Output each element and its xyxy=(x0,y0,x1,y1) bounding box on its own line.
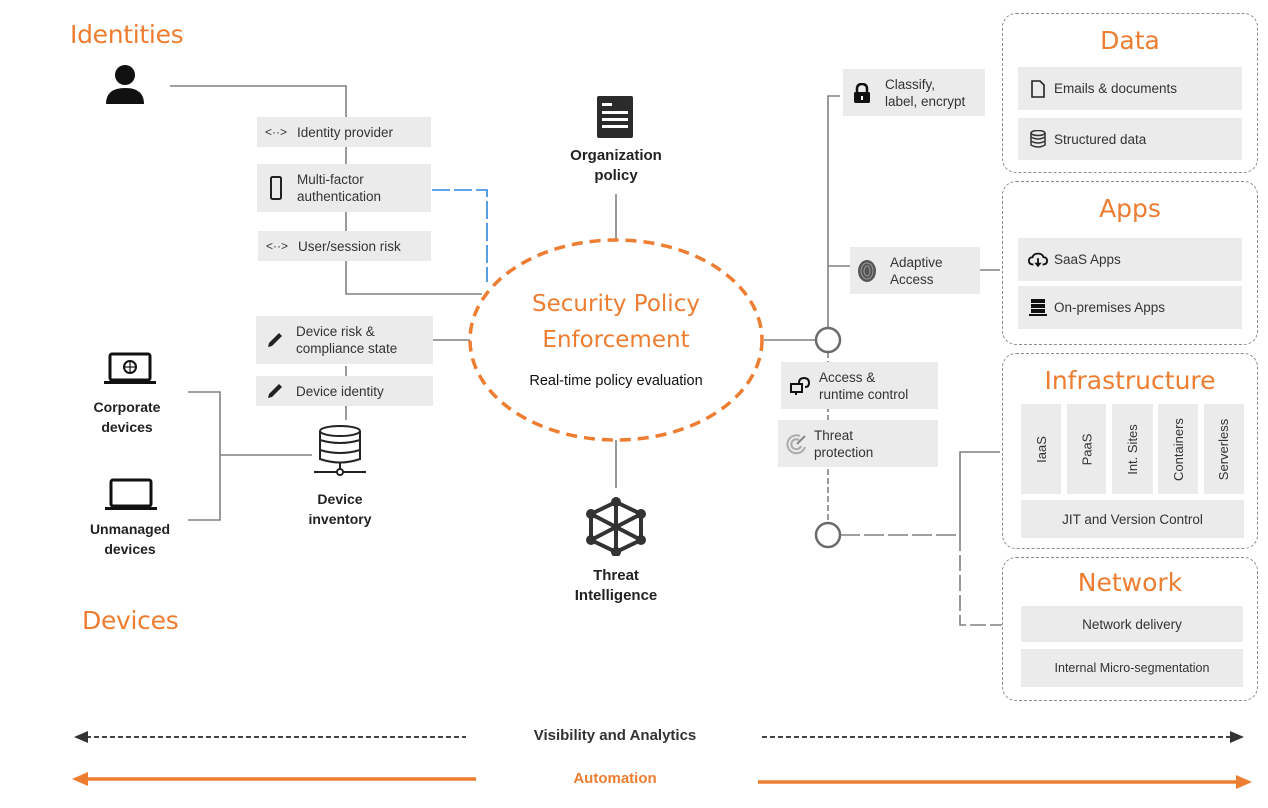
network-delivery-item[interactable]: Network delivery xyxy=(1021,606,1243,642)
emails-documents-label: Emails & documents xyxy=(1054,81,1178,96)
fingerprint-icon xyxy=(856,259,878,283)
access-runtime-label: Access &runtime control xyxy=(819,369,909,402)
int-sites-column[interactable]: Int. Sites xyxy=(1112,404,1153,494)
devices-cloud-icon xyxy=(789,376,811,396)
on-premises-apps-item[interactable]: On-premises Apps xyxy=(1018,286,1242,329)
file-icon xyxy=(1028,79,1048,98)
device-risk-box[interactable]: Device risk &compliance state xyxy=(256,316,433,364)
visibility-analytics-label: Visibility and Analytics xyxy=(533,727,697,744)
device-identity-label: Device identity xyxy=(296,383,384,399)
data-group: Data Emails & documents Structured data xyxy=(1002,13,1258,173)
infrastructure-group: Infrastructure IaaS PaaS Int. Sites Cont… xyxy=(1002,353,1258,549)
identities-title: Identities xyxy=(70,20,184,49)
hub-circle-top xyxy=(814,326,842,354)
document-icon xyxy=(597,96,633,143)
automation-label: Automation xyxy=(573,770,657,787)
data-group-title: Data xyxy=(1100,26,1160,55)
pencil-icon xyxy=(264,330,286,350)
hub-circle-bottom xyxy=(814,521,842,549)
structured-data-item[interactable]: Structured data xyxy=(1018,118,1242,160)
micro-segmentation-label: Internal Micro-segmentation xyxy=(1054,661,1210,675)
enforcement-subtitle: Real-time policy evaluation xyxy=(529,373,703,389)
user-icon xyxy=(104,64,146,109)
jit-version-control-item[interactable]: JIT and Version Control xyxy=(1021,500,1244,538)
jit-version-control-label: JIT and Version Control xyxy=(1062,511,1203,527)
laptop-icon xyxy=(104,478,158,517)
micro-segmentation-item[interactable]: Internal Micro-segmentation xyxy=(1021,649,1243,687)
containers-column[interactable]: Containers xyxy=(1158,404,1198,494)
radar-icon xyxy=(786,433,808,455)
device-identity-box[interactable]: Device identity xyxy=(256,376,433,406)
lock-icon xyxy=(851,82,873,103)
saas-apps-item[interactable]: SaaS Apps xyxy=(1018,238,1242,281)
apps-group: Apps SaaS Apps On-premises Apps xyxy=(1002,181,1258,345)
identity-provider-box[interactable]: <··> Identity provider xyxy=(257,117,431,147)
devices-title: Devices xyxy=(82,606,179,635)
apps-group-title: Apps xyxy=(1099,194,1161,223)
network-group-title: Network xyxy=(1077,568,1183,597)
structured-data-label: Structured data xyxy=(1054,131,1147,147)
database-icon xyxy=(1028,130,1048,148)
cloud-download-icon xyxy=(1028,252,1048,268)
network-delivery-label: Network delivery xyxy=(1082,616,1182,632)
classify-label-encrypt-box[interactable]: Classify,label, encrypt xyxy=(843,69,985,116)
network-group: Network Network delivery Internal Micro-… xyxy=(1002,557,1258,701)
infrastructure-group-title: Infrastructure xyxy=(1044,366,1216,395)
pencil-icon xyxy=(264,381,286,401)
emails-documents-item[interactable]: Emails & documents xyxy=(1018,67,1242,110)
database-server-icon xyxy=(312,424,368,485)
identity-provider-label: Identity provider xyxy=(297,124,394,140)
laptop-globe-icon xyxy=(103,352,157,391)
user-session-risk-box[interactable]: <··> User/session risk xyxy=(258,231,431,261)
network-cube-icon xyxy=(585,496,647,561)
user-session-risk-label: User/session risk xyxy=(298,238,401,254)
on-premises-apps-label: On-premises Apps xyxy=(1054,300,1166,315)
server-icon xyxy=(1028,298,1048,317)
smartphone-icon xyxy=(265,176,287,200)
paas-column[interactable]: PaaS xyxy=(1067,404,1106,494)
code-arrows-icon: <··> xyxy=(266,238,289,253)
code-arrows-icon: <··> xyxy=(265,124,288,139)
mfa-connector xyxy=(432,189,488,282)
saas-apps-label: SaaS Apps xyxy=(1054,252,1121,267)
device-risk-label: Device risk &compliance state xyxy=(296,324,398,356)
access-runtime-control-box[interactable]: Access &runtime control xyxy=(781,362,938,409)
iaas-column[interactable]: IaaS xyxy=(1021,404,1061,494)
classify-label: Classify,label, encrypt xyxy=(885,76,966,109)
corporate-connector xyxy=(188,391,221,521)
serverless-column[interactable]: Serverless xyxy=(1204,404,1244,494)
